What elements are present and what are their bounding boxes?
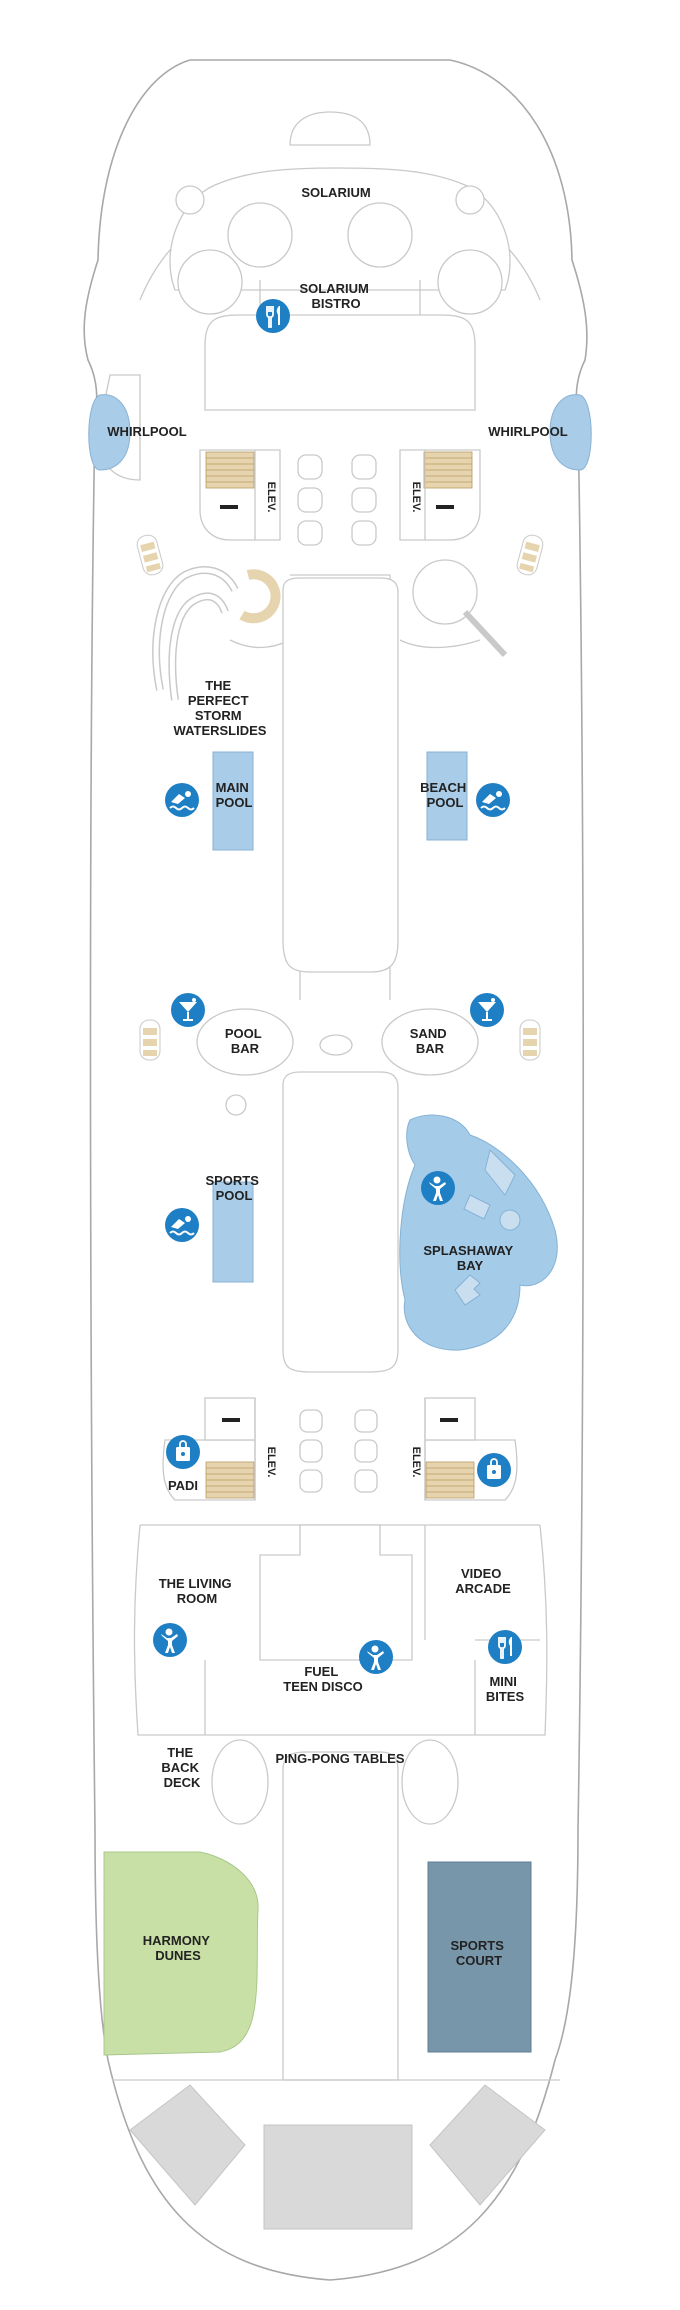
beach-pool <box>426 751 468 841</box>
swimming-icon <box>164 1207 200 1243</box>
label-solarium-bistro: SOLARIUM BISTRO <box>300 281 373 311</box>
central-walkway-mid <box>282 1071 399 1373</box>
label-perfect-storm: THE PERFECT STORM WATERSLIDES <box>174 678 267 738</box>
whirlpool-left <box>88 374 141 481</box>
label-ping-pong: PING-PONG TABLES <box>275 1751 404 1766</box>
main-pool <box>212 751 254 851</box>
label-solarium: SOLARIUM <box>301 185 370 200</box>
central-walkway-aft <box>282 1751 399 2081</box>
dining-icon <box>255 298 291 334</box>
label-harmony-dunes: HARMONY DUNES <box>143 1933 214 1963</box>
label-beach-pool: BEACH POOL <box>420 780 470 810</box>
aft-interior <box>133 1524 548 1736</box>
swimming-icon <box>475 782 511 818</box>
stern-structures <box>112 2079 560 2230</box>
label-whirlpool-left: WHIRLPOOL <box>107 424 186 439</box>
label-elev-aft-right: ELEV. <box>410 1447 422 1478</box>
label-splashaway-bay: SPLASHAWAY BAY <box>423 1243 516 1273</box>
label-fuel-teen-disco: FUEL TEEN DISCO <box>283 1664 362 1694</box>
whirlpool-right <box>549 394 592 471</box>
label-whirlpool-right: WHIRLPOOL <box>488 424 567 439</box>
sports-court <box>427 1861 532 2053</box>
kids-icon <box>153 1623 187 1657</box>
lounger <box>139 1019 161 1061</box>
kids-icon <box>421 1171 455 1205</box>
label-sand-bar: SAND BAR <box>410 1026 450 1056</box>
label-sports-pool: SPORTS POOL <box>205 1173 262 1203</box>
label-pool-bar: POOL BAR <box>225 1026 265 1056</box>
label-video-arcade: VIDEO ARCADE <box>455 1566 511 1596</box>
label-mini-bites: MINI BITES <box>486 1674 525 1704</box>
label-back-deck: THE BACK DECK <box>161 1745 202 1790</box>
dining-icon <box>487 1629 523 1665</box>
label-sports-court: SPORTS COURT <box>450 1938 507 1968</box>
centre-fixture <box>319 1034 353 1056</box>
bar-icon <box>469 992 505 1028</box>
solarium-area <box>169 111 511 411</box>
label-elev-forward-right: ELEV. <box>410 482 422 513</box>
label-padi: PADI <box>168 1478 198 1493</box>
kids-icon <box>359 1640 393 1674</box>
bar-icon <box>170 992 206 1028</box>
elevator-bank-forward <box>199 449 481 546</box>
shop-icon <box>165 1434 201 1470</box>
label-living-room: THE LIVING ROOM <box>159 1576 236 1606</box>
sand-bar <box>381 1008 479 1076</box>
pool-bar <box>196 1008 294 1076</box>
lounger <box>519 1019 541 1061</box>
shop-icon <box>476 1452 512 1488</box>
label-main-pool: MAIN POOL <box>216 780 253 810</box>
swimming-icon <box>164 782 200 818</box>
central-walkway-forward <box>282 577 399 973</box>
sports-pool <box>212 1181 254 1283</box>
label-elev-forward-left: ELEV. <box>265 482 277 513</box>
waterslides <box>152 559 508 1000</box>
label-elev-aft-left: ELEV. <box>265 1447 277 1478</box>
harmony-dunes <box>103 1851 259 2056</box>
